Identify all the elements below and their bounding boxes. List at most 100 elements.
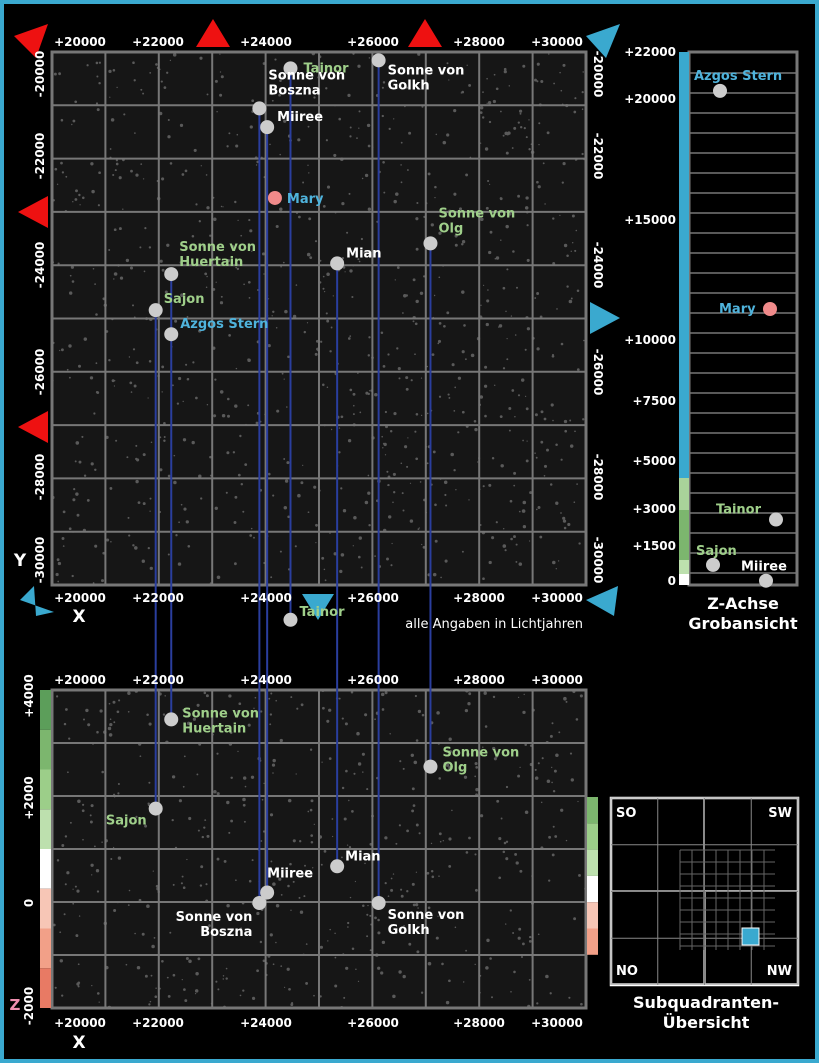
background-star — [577, 800, 579, 803]
background-star — [161, 391, 163, 393]
background-star — [209, 234, 212, 237]
xy-grid-border — [50, 50, 588, 587]
background-star — [445, 1000, 450, 1005]
background-star — [489, 183, 491, 185]
background-star — [518, 562, 523, 566]
x-tick-label-top: +20000 — [54, 35, 106, 49]
star-marker-xz-sonne-von-huertain — [164, 712, 179, 727]
background-star — [562, 519, 567, 523]
background-star — [511, 389, 515, 392]
background-star — [76, 982, 80, 986]
background-star — [186, 315, 189, 318]
background-star — [553, 769, 557, 773]
background-star — [508, 212, 512, 216]
background-star — [416, 201, 419, 205]
background-star — [183, 507, 187, 511]
background-star — [524, 810, 529, 814]
background-star — [574, 97, 577, 100]
background-star — [68, 376, 71, 379]
background-star — [240, 234, 243, 237]
background-star — [544, 203, 546, 205]
background-star — [519, 766, 521, 769]
background-star — [437, 342, 440, 345]
star-label-xz-mian: Mian — [345, 849, 380, 864]
z-scale-segment — [40, 690, 51, 730]
star-label-xz-tainor: Tainor — [299, 605, 345, 620]
background-star — [382, 81, 386, 84]
background-star — [536, 347, 540, 351]
background-star — [228, 132, 231, 135]
background-star — [434, 196, 436, 199]
background-star — [506, 358, 509, 361]
background-star — [465, 173, 469, 177]
background-star — [180, 882, 183, 885]
background-star — [153, 937, 156, 939]
background-star — [272, 772, 274, 774]
background-star — [200, 165, 202, 167]
background-star — [194, 992, 197, 995]
background-star — [89, 376, 94, 380]
background-star — [223, 859, 227, 863]
background-star — [340, 415, 344, 419]
y-tick-label-right: -26000 — [591, 349, 605, 396]
background-star — [416, 950, 420, 954]
background-star — [313, 96, 316, 99]
background-star — [59, 959, 64, 963]
background-star — [78, 193, 81, 197]
background-star — [271, 315, 273, 317]
background-star — [484, 725, 488, 728]
background-star — [71, 280, 75, 283]
background-star — [510, 315, 513, 317]
background-star — [482, 91, 484, 93]
background-star — [263, 273, 265, 275]
background-star — [98, 61, 101, 64]
background-star — [325, 139, 328, 142]
background-star — [306, 252, 311, 257]
background-star — [220, 295, 223, 298]
background-star — [220, 75, 224, 79]
background-star — [65, 175, 68, 178]
background-star — [352, 413, 355, 416]
background-star — [517, 194, 521, 198]
background-star — [154, 995, 158, 999]
background-star — [244, 785, 247, 788]
background-star — [286, 967, 290, 971]
background-star — [443, 762, 447, 765]
z-scale-segment — [40, 849, 51, 889]
background-star — [219, 93, 223, 97]
z-overview-tick-label: +10000 — [624, 333, 676, 347]
background-star — [142, 502, 146, 506]
background-star — [367, 491, 371, 495]
background-star — [382, 161, 385, 164]
background-star — [136, 965, 141, 970]
background-star — [412, 903, 416, 907]
background-star — [523, 127, 526, 130]
background-star — [146, 713, 149, 716]
star-label-sonne-von-olg: Olg — [438, 221, 463, 236]
background-star — [314, 352, 318, 356]
background-star — [560, 342, 564, 346]
background-star — [235, 879, 237, 882]
background-star — [329, 532, 331, 534]
background-star — [338, 117, 342, 121]
background-star — [563, 696, 567, 701]
background-star — [216, 110, 218, 113]
background-star — [413, 760, 418, 765]
background-star — [492, 99, 497, 104]
background-star — [320, 863, 323, 866]
star-marker-mian — [330, 256, 345, 271]
background-star — [112, 69, 116, 72]
background-star — [393, 118, 395, 120]
background-star — [479, 142, 482, 144]
background-star — [214, 506, 218, 510]
background-star — [567, 522, 571, 527]
background-star — [448, 766, 452, 770]
background-star — [280, 894, 283, 896]
background-star — [111, 379, 115, 383]
background-star — [237, 473, 241, 477]
background-star — [480, 814, 484, 818]
background-star — [76, 889, 80, 893]
background-star — [275, 326, 278, 329]
background-star — [326, 319, 330, 323]
